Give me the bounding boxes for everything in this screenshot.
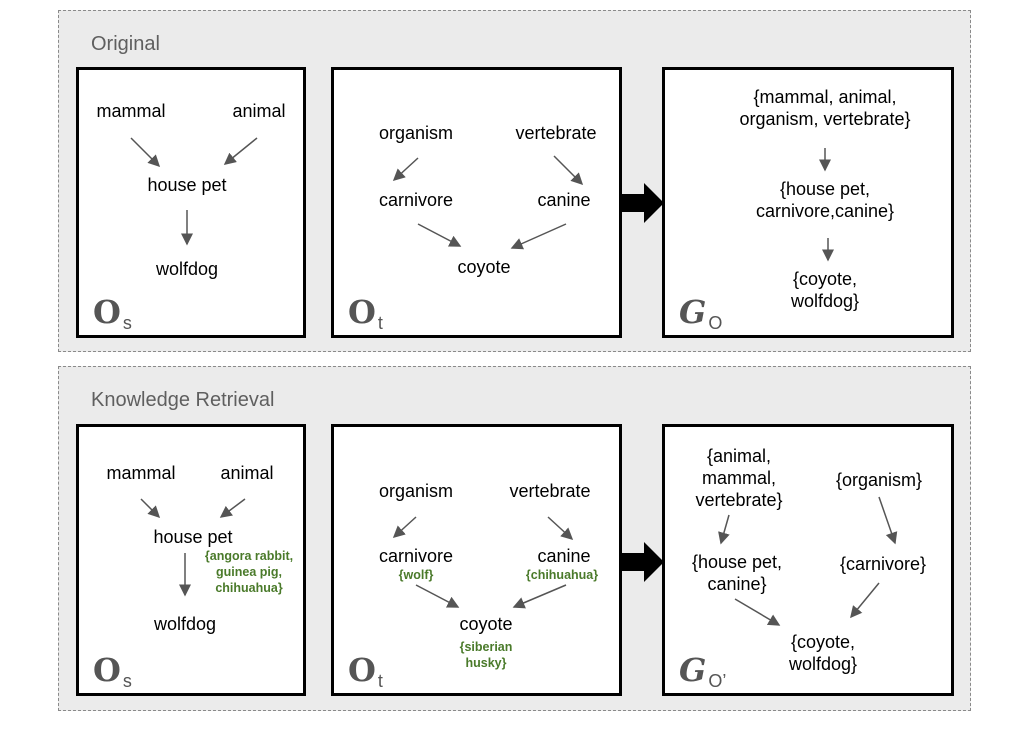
section-title: Original [91,33,160,55]
graph-node-coyote-wolfdog: {coyote, wolfdog} [788,632,858,674]
node-organism: organism [378,481,454,501]
node-canine: canine [537,546,591,566]
graph-node-bottom: {coyote, wolfdog} [790,269,860,311]
node-wolfdog: wolfdog [153,614,217,634]
section-title: Knowledge Retrieval [91,389,275,411]
instances-carnivore: {wolf} [398,568,434,582]
node-canine: canine [537,190,591,210]
graph-node-middle: {house pet, carnivore,canine} [755,179,895,221]
target-ontology-panel-kr: organism vertebrate carnivore {wolf} can… [331,424,622,696]
graph-node-organism: {organism} [835,470,923,490]
node-coyote: coyote [457,257,511,277]
merged-graph-panel: {mammal, animal, organism, vertebrate} {… [662,67,954,338]
node-vertebrate: vertebrate [515,123,597,143]
node-house-pet: house pet [147,175,227,195]
source-ontology-panel-kr: mammal animal house pet {angora rabbit, … [76,424,306,696]
node-carnivore: carnivore [378,190,454,210]
node-animal: animal [220,463,274,483]
node-vertebrate: vertebrate [509,481,591,501]
instances-canine: {chihuahua} [525,568,599,582]
node-coyote: coyote [459,614,513,634]
instances-house-pet: {angora rabbit, guinea pig, chihuahua} [204,549,294,595]
instances-coyote: {siberian husky} [459,640,513,670]
graph-node-animal-mammal-vertebrate: {animal, mammal, vertebrate} [695,446,783,510]
merge-arrow-icon [622,542,664,582]
graph-node-carnivore: {carnivore} [839,554,927,574]
target-ontology-panel: organism vertebrate carnivore canine coy… [331,67,622,338]
node-carnivore: carnivore [378,546,454,566]
node-mammal: mammal [106,463,176,483]
merged-graph-panel-kr: {animal, mammal, vertebrate} {organism} … [662,424,954,696]
graph-node-house-pet-canine: {house pet, canine} [691,552,783,594]
graph-node-top: {mammal, animal, organism, vertebrate} [739,87,911,129]
node-wolfdog: wolfdog [155,259,219,279]
node-house-pet: house pet [153,527,233,547]
node-organism: organism [378,123,454,143]
node-mammal: mammal [96,101,166,121]
node-animal: animal [232,101,286,121]
merge-arrow-icon [622,183,664,223]
